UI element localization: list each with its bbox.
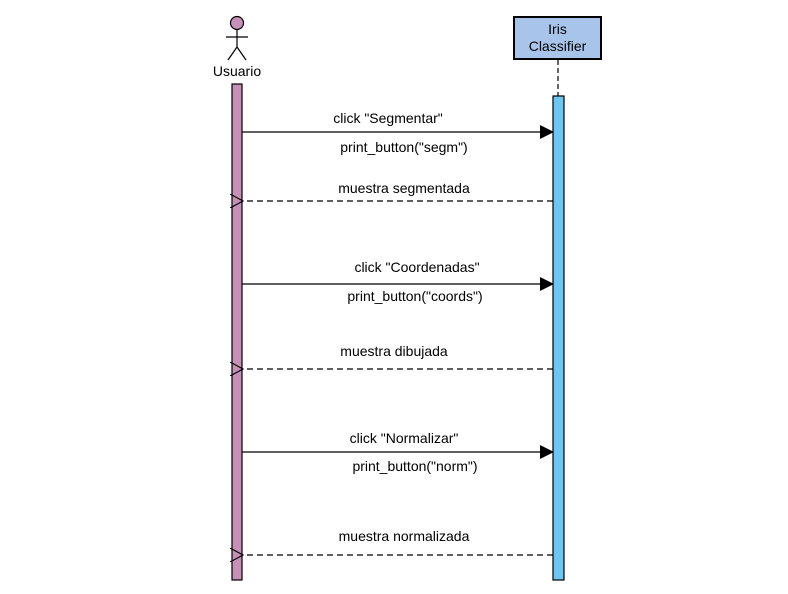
return-label: muestra normalizada — [338, 528, 470, 544]
actor-figure — [226, 15, 248, 61]
object-box: Iris Classifier — [513, 16, 602, 60]
actor-head — [229, 15, 245, 31]
message-note: print_button("segm") — [340, 139, 468, 155]
return-label: muestra dibujada — [340, 343, 448, 359]
actor-activation-bar — [231, 83, 243, 581]
message-note: print_button("norm") — [352, 458, 478, 474]
message-label: click "Coordenadas" — [354, 259, 480, 275]
actor-name: Usuario — [212, 63, 262, 79]
return-label: muestra segmentada — [338, 180, 470, 196]
message-note: print_button("coords") — [347, 288, 483, 304]
object-activation-bar — [552, 95, 565, 581]
message-label: click "Segmentar" — [333, 110, 443, 126]
message-label: click "Normalizar" — [349, 430, 459, 446]
